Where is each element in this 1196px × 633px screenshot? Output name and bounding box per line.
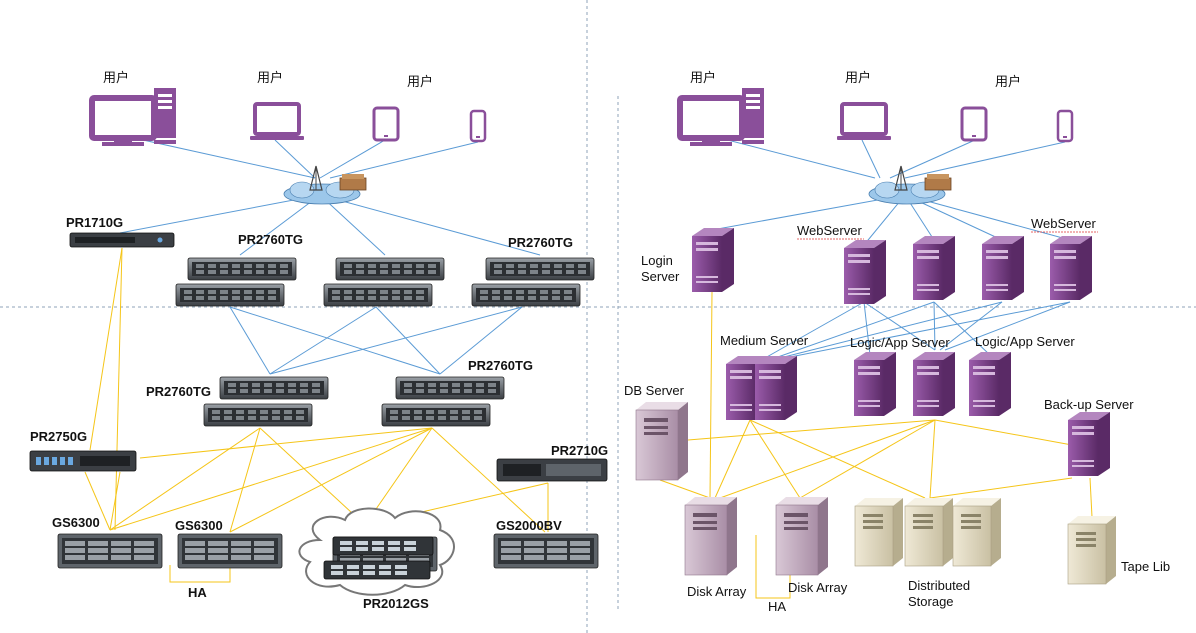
pr2012gs-label: PR2012GS <box>363 596 429 611</box>
logic-app-server-icon <box>913 352 955 416</box>
webserver-label: WebServer <box>797 223 862 238</box>
gs6300-storage-icon <box>177 533 283 569</box>
db-server-label: DB Server <box>624 383 685 398</box>
pr2760tg-rack-icon <box>203 403 313 427</box>
logic-app-server-label: Logic/App Server <box>850 335 950 350</box>
tablet-icon <box>372 106 400 142</box>
gs6300-label: GS6300 <box>175 518 223 533</box>
logic-app-server-icon <box>854 352 896 416</box>
db-server-icon <box>635 401 689 481</box>
pr2710g-server <box>496 458 608 482</box>
pr1710g-label: PR1710G <box>66 215 123 230</box>
pr2760tg-rack-icon <box>335 257 445 281</box>
user-label: 用户 <box>257 70 283 85</box>
pr2760tg-rack-icon <box>381 403 491 427</box>
pr2750g-label: PR2750G <box>30 429 87 444</box>
disk-array-icon <box>684 496 738 576</box>
phone-icon <box>469 109 487 143</box>
webserver-icon <box>913 236 955 300</box>
distributed-storage-label: Storage <box>908 594 954 609</box>
user-label: 用户 <box>690 70 716 85</box>
distributed-storage-icon <box>854 497 904 567</box>
pr2760tg-label: PR2760TG <box>468 358 533 373</box>
medium-server-label: Medium Server <box>720 333 809 348</box>
pr2710g-label: PR2710G <box>551 443 608 458</box>
logic-app-server-label: Logic/App Server <box>975 334 1075 349</box>
pr2760tg-rack-icon <box>485 257 595 281</box>
pr2760tg-rack-icon <box>187 257 297 281</box>
laptop-icon <box>835 102 893 142</box>
distributed-storage-label: Distributed <box>908 578 970 593</box>
user-label: 用户 <box>845 70 871 85</box>
user-label: 用户 <box>407 74 433 89</box>
user-label: 用户 <box>995 74 1021 89</box>
login-server-label: Server <box>641 269 680 284</box>
pr2760tg-rack-icon <box>175 283 285 307</box>
backup-server-icon <box>1068 412 1110 476</box>
phone-icon <box>1056 109 1074 143</box>
desktop-icon <box>92 88 176 146</box>
pr2760tg-label: PR2760TG <box>508 235 573 250</box>
disk-array-label: Disk Array <box>687 584 747 599</box>
backup-server-label: Back-up Server <box>1044 397 1134 412</box>
login-server-label: Login <box>641 253 673 268</box>
network-cloud-icon <box>868 165 952 205</box>
pr1710g-server <box>69 232 175 248</box>
tape-lib-label: Tape Lib <box>1121 559 1170 574</box>
pr2760tg-rack-icon <box>395 376 505 400</box>
pr2760tg-rack-icon <box>323 283 433 307</box>
disk-array-label: Disk Array <box>788 580 848 595</box>
pr2760tg-rack-icon <box>219 376 329 400</box>
distributed-storage-icon <box>952 497 1002 567</box>
webserver-label: WebServer <box>1031 216 1096 231</box>
medium-server-icon <box>755 356 797 420</box>
webserver-icon <box>1050 236 1092 300</box>
logic-app-server-icon <box>969 352 1011 416</box>
tablet-icon <box>960 106 988 142</box>
desktop-icon <box>680 88 764 146</box>
login-server-icon <box>692 228 734 292</box>
network-cloud-icon <box>283 165 367 205</box>
pr2012gs-cloud <box>298 507 455 596</box>
pr2760tg-label: PR2760TG <box>146 384 211 399</box>
webserver-icon <box>844 240 886 304</box>
gs2000bv-storage-icon <box>493 533 599 569</box>
laptop-icon <box>248 102 306 142</box>
ha-label: HA <box>188 585 207 600</box>
disk-array-icon <box>775 496 829 576</box>
gs6300-storage-icon <box>57 533 163 569</box>
ha-label: HA <box>768 599 786 614</box>
webserver-icon <box>982 236 1024 300</box>
pr2760tg-rack-icon <box>471 283 581 307</box>
left-blue-links <box>119 135 541 375</box>
gs2000bv-label: GS2000BV <box>496 518 562 533</box>
left-yellow-links <box>84 247 549 583</box>
gs6300-label: GS6300 <box>52 515 100 530</box>
tape-lib-icon <box>1067 515 1117 585</box>
pr2750g-server <box>29 450 137 472</box>
user-label: 用户 <box>103 70 129 85</box>
distributed-storage-icon <box>904 497 954 567</box>
pr2760tg-label: PR2760TG <box>238 232 303 247</box>
